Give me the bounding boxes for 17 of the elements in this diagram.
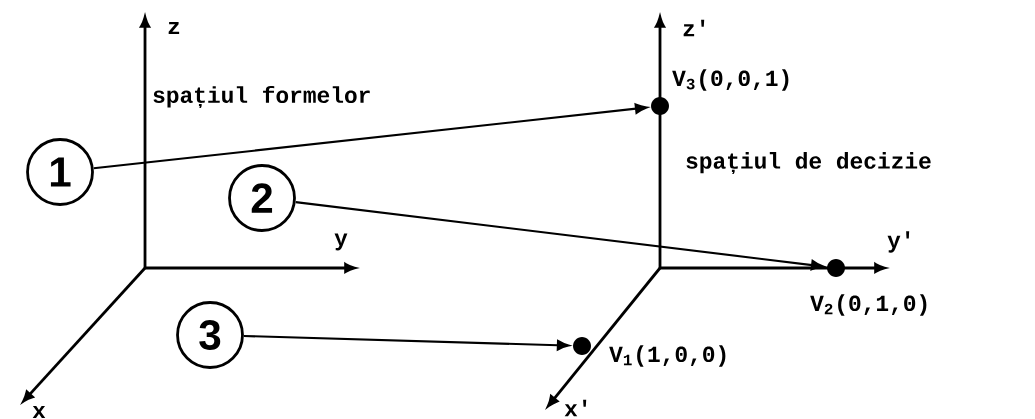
- point-label: V$_{3}$(0,0,1): [672, 69, 789, 91]
- point-dot: [827, 259, 845, 277]
- axis-label: x: [32, 405, 46, 418]
- point-label: V$_{2}$(0,1,0): [810, 294, 927, 316]
- arrow: [295, 201, 824, 271]
- arrow: [93, 103, 648, 170]
- axis-label: z: [168, 21, 180, 35]
- axis-label: x': [564, 399, 587, 417]
- axis-label: y: [334, 233, 348, 251]
- point-dot: [573, 337, 591, 355]
- space-label: spațiul formelor: [153, 85, 370, 109]
- axis-label: y': [887, 231, 910, 253]
- point-label: V$_{1}$(1,0,0): [609, 345, 726, 367]
- point-dot: [651, 97, 669, 115]
- space-label: spațiul de decizie: [686, 152, 931, 174]
- arrow: [243, 334, 570, 351]
- axis-label: z': [683, 19, 705, 37]
